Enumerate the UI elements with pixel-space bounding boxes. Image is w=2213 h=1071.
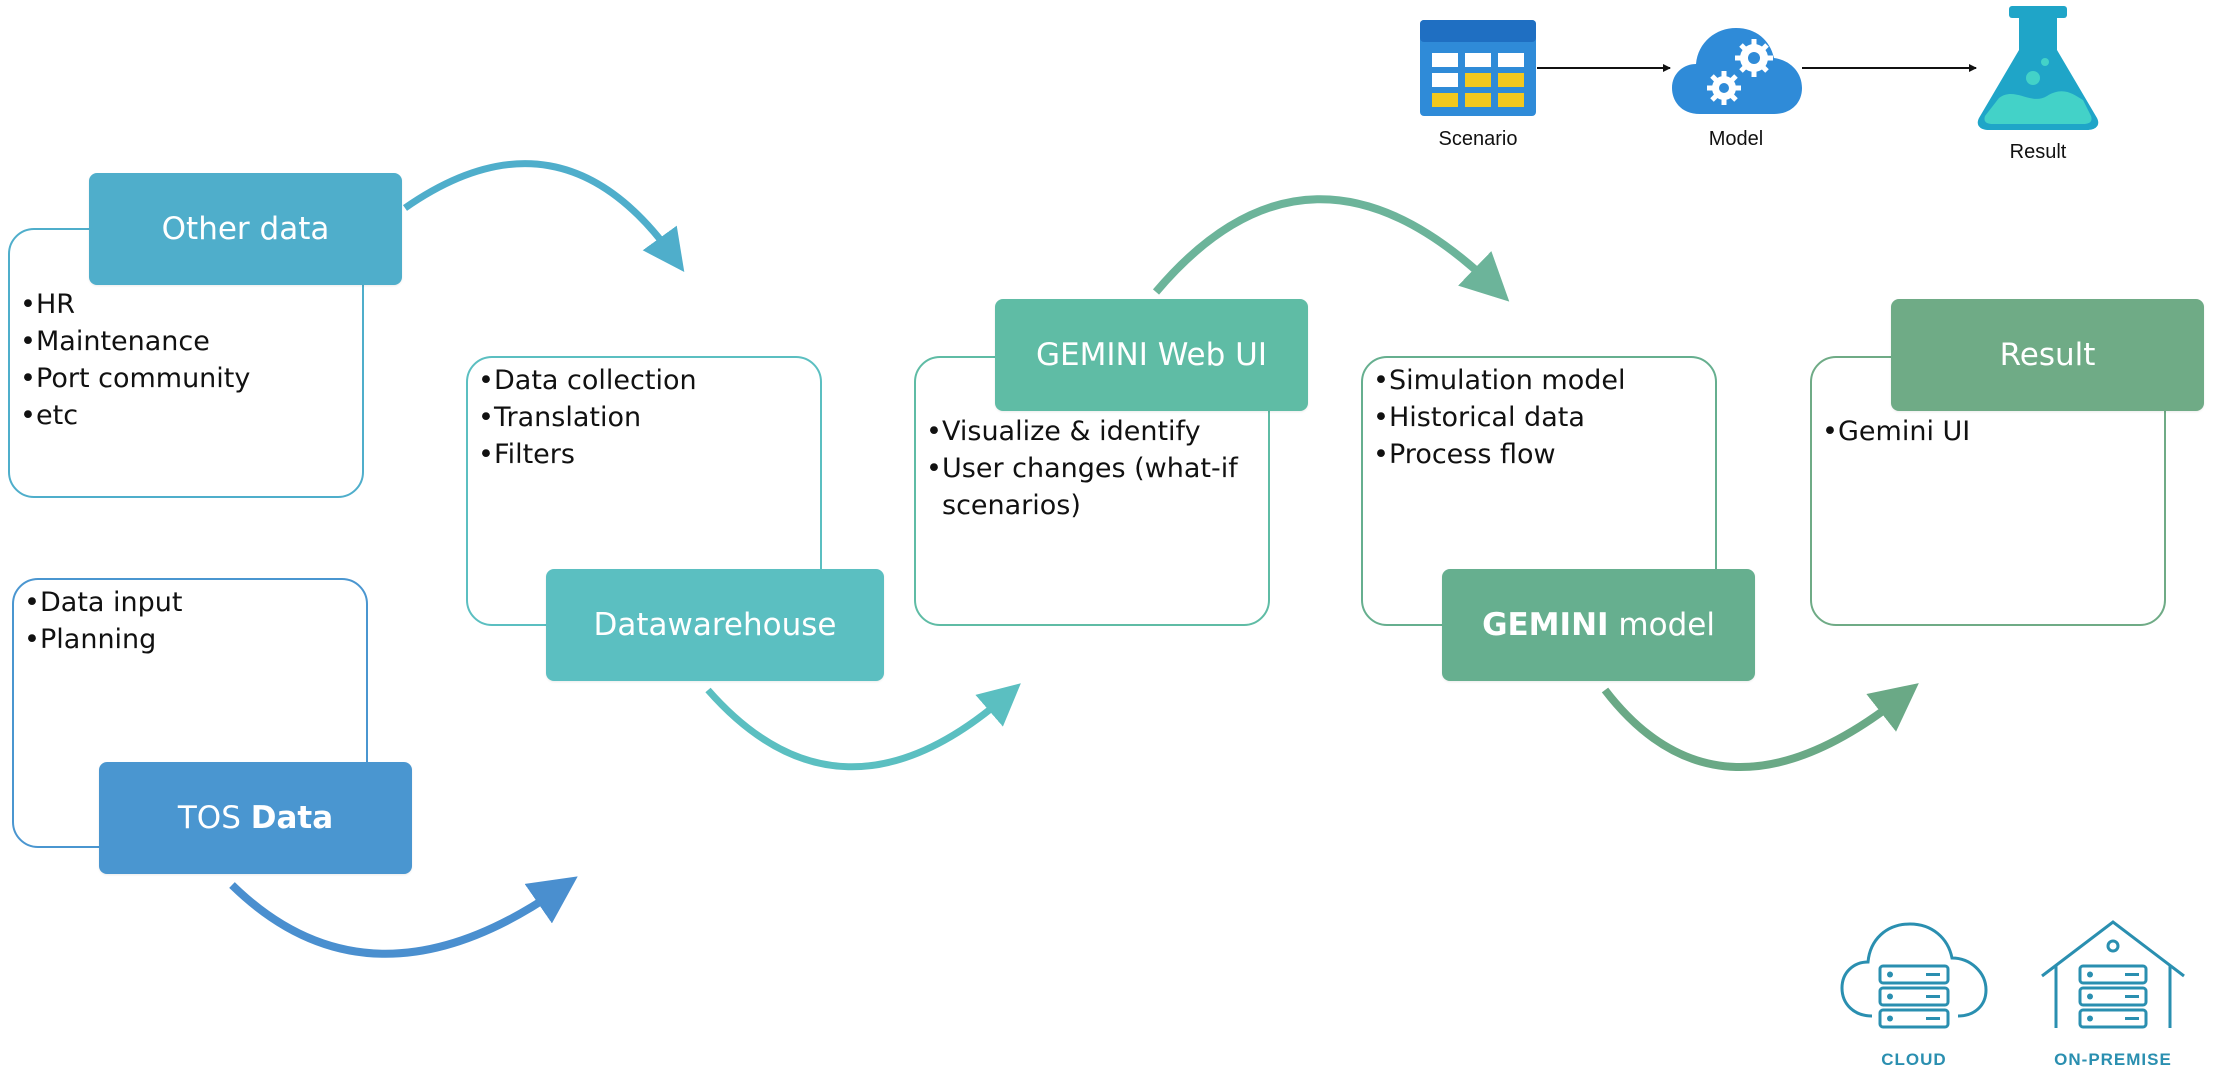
list-item: •Process flow [1373,439,1556,470]
list-item: •Data collection [478,365,697,396]
datawarehouse-tile: Datawarehouse [546,569,884,681]
gemini-model-tile: GEMINI model [1442,569,1755,681]
gemini-web-ui-tile: GEMINI Web UI [995,299,1308,411]
result-bullets: •Gemini UI [1822,413,1970,450]
tos-data-title-part2: Data [250,800,334,836]
list-item: •Historical data [1373,402,1585,433]
model-label: Model [1708,128,1764,150]
on-premise-label: ON-PREMISE [2054,1050,2172,1069]
on-premise-server-icon [2041,920,2185,1029]
list-item: •Maintenance [20,326,210,357]
gemini-web-ui-title: GEMINI Web UI [1036,337,1267,373]
datawarehouse-title: Datawarehouse [593,607,837,643]
other-data-title: Other data [161,211,330,247]
list-item: •Translation [478,402,642,433]
other-data-tile: Other data [89,173,402,285]
cloud-gears-icon [1672,28,1802,114]
arrow-other-to-warehouse [403,160,685,273]
scenario-label: Scenario [1438,128,1518,150]
list-item: •Gemini UI [1822,416,1971,447]
gemini-web-ui-bullets: •Visualize & identify •User changes (wha… [926,413,1256,524]
result-legend-label: Result [2009,141,2067,163]
list-item: •Filters [478,439,575,470]
list-item: •Port community [20,363,251,394]
list-item: •Simulation model [1373,365,1626,396]
list-item: •Visualize & identify [926,416,1201,447]
datawarehouse-bullets: •Data collection •Translation •Filters [478,362,697,473]
table-icon [1420,20,1536,116]
other-data-bullets: •HR •Maintenance •Port community •etc [20,286,250,434]
list-item: •HR [20,289,76,320]
list-item: •etc [20,400,79,431]
list-item: •User changes (what-if scenarios) [926,453,1238,521]
cloud-server-icon [1840,922,1988,1029]
list-item: •Data input [24,587,183,618]
gemini-model-title-part2: model [1618,607,1715,643]
gemini-model-bullets: •Simulation model •Historical data •Proc… [1373,362,1625,473]
result-title: Result [1999,337,2096,373]
arrow-warehouse-to-webui [705,683,1021,771]
gemini-model-title-part1: GEMINI [1482,607,1609,643]
result-tile: Result [1891,299,2204,411]
arrow-model-to-result [1601,683,1919,771]
flask-icon [1977,6,2099,130]
arrow-tos-to-warehouse [229,876,578,958]
arrow-webui-to-model [1152,195,1510,302]
list-item: •Planning [24,624,157,655]
cloud-label: CLOUD [1881,1050,1947,1069]
tos-data-tile: TOS Data [99,762,412,874]
tos-data-title-part1: TOS [177,800,241,836]
tos-data-bullets: •Data input •Planning [24,584,183,658]
